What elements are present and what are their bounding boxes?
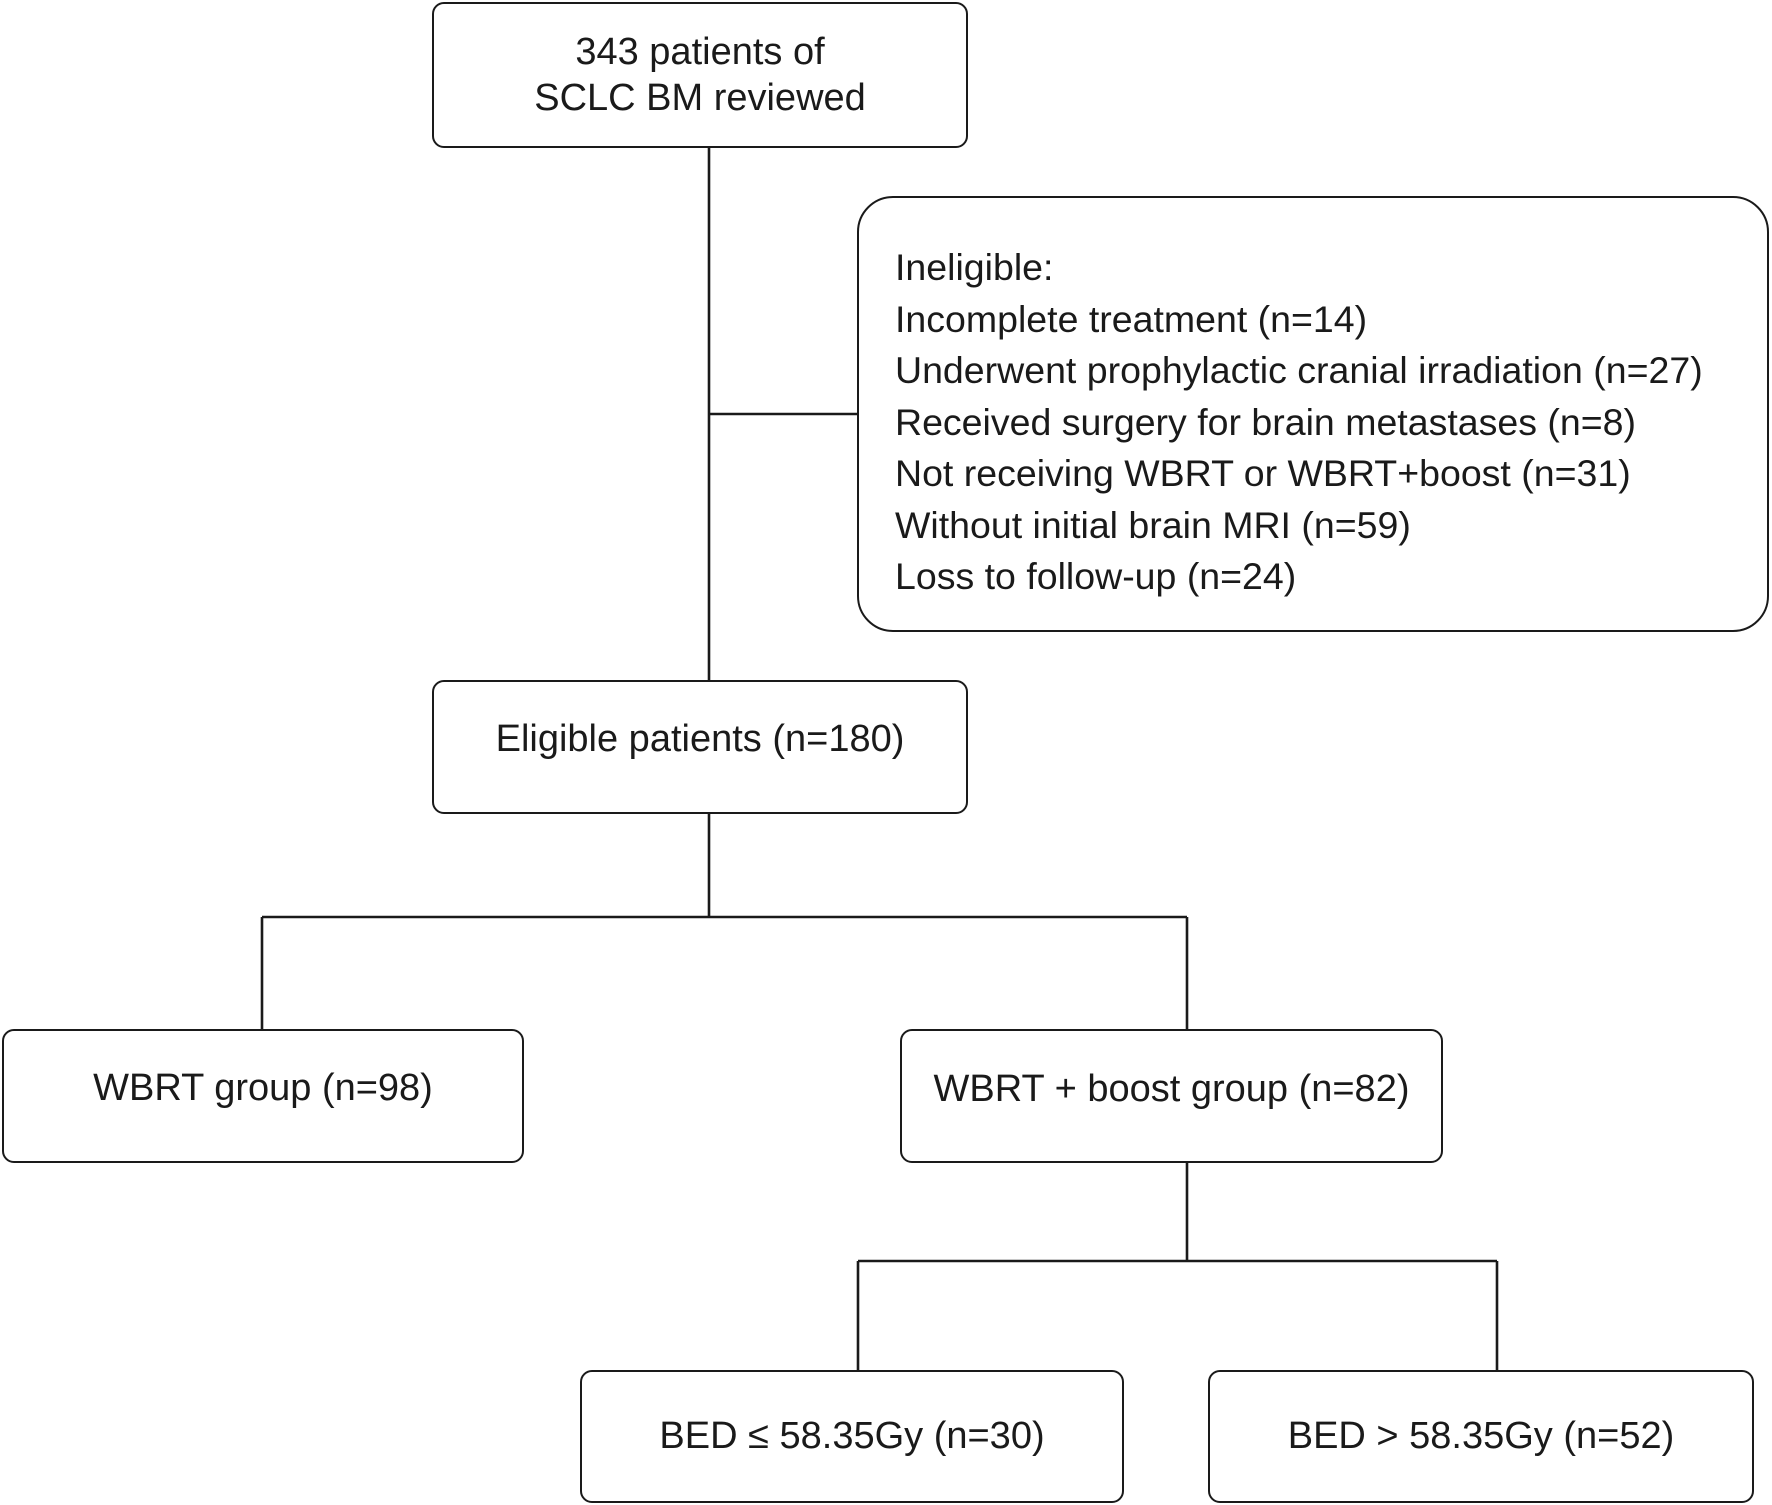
box-eligible-patients: Eligible patients (n=180) [432, 680, 968, 814]
eligible-patients-label: Eligible patients (n=180) [495, 717, 905, 760]
ineligible-title: Ineligible: [895, 246, 1054, 288]
ineligible-item-no-wbrt: Not receiving WBRT or WBRT+boost (n=31) [895, 452, 1631, 494]
ineligible-item-prophylactic-irradiation: Underwent prophylactic cranial irradiati… [895, 349, 1703, 391]
patients-reviewed-line-2: SCLC BM reviewed [534, 77, 866, 119]
bed-high-label: BED > 58.35Gy (n=52) [1287, 1415, 1675, 1458]
wbrt-boost-group-label: WBRT + boost group (n=82) [933, 1067, 1410, 1110]
ineligible-item-lost-follow-up: Loss to follow-up (n=24) [895, 555, 1297, 597]
bed-low-label: BED ≤ 58.35Gy (n=30) [659, 1415, 1045, 1458]
box-bed-high: BED > 58.35Gy (n=52) [1208, 1370, 1754, 1503]
box-wbrt-boost-group: WBRT + boost group (n=82) [900, 1029, 1443, 1163]
ineligible-item-surgery: Received surgery for brain metastases (n… [895, 400, 1636, 443]
wbrt-group-label: WBRT group (n=98) [93, 1066, 433, 1109]
ineligible-item-no-mri: Without initial brain MRI (n=59) [895, 503, 1411, 546]
ineligible-item-incomplete-treatment: Incomplete treatment (n=14) [895, 297, 1368, 340]
box-bed-low: BED ≤ 58.35Gy (n=30) [580, 1370, 1124, 1503]
box-ineligible: Ineligible: Incomplete treatment (n=14) … [857, 196, 1769, 632]
box-patients-reviewed: 343 patients of SCLC BM reviewed [432, 2, 968, 148]
box-wbrt-group: WBRT group (n=98) [2, 1029, 524, 1163]
patients-reviewed-line-1: 343 patients of [575, 30, 825, 73]
